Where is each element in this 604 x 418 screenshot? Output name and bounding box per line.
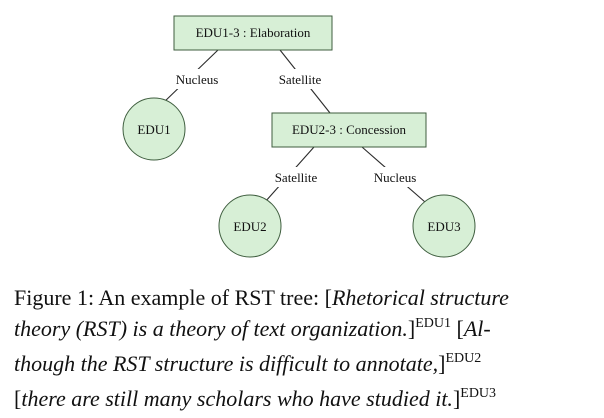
relation-node-inner-box xyxy=(271,112,427,148)
relation-node-root-box xyxy=(173,15,333,51)
caption-italic-3: though the RST structure is difficult to… xyxy=(14,351,439,376)
relation-node-inner-label: EDU2-3 : Concession xyxy=(292,122,407,137)
caption-italic-2-tail: Al- xyxy=(463,316,491,341)
relation-node-root: EDU1-3 : Elaboration xyxy=(173,15,333,51)
caption-bracket-close: ] xyxy=(407,316,416,341)
edge-label-bg xyxy=(165,69,229,89)
leaf-node-edu3-circle xyxy=(412,194,476,258)
figure-caption: Figure 1: An example of RST tree: [Rheto… xyxy=(14,282,594,418)
caption-bracket-open: [ xyxy=(451,316,464,341)
leaf-node-edu2: EDU2 xyxy=(218,194,282,258)
leaf-node-edu1-label: EDU1 xyxy=(137,122,170,137)
leaf-node-edu3: EDU3 xyxy=(412,194,476,258)
rst-tree-diagram: Nucleus Satellite Satellite Nucleus EDU1… xyxy=(122,15,476,258)
caption-bracket-open: [ xyxy=(324,285,332,310)
leaf-node-edu2-label: EDU2 xyxy=(233,219,266,234)
leaf-node-edu3-label: EDU3 xyxy=(427,219,460,234)
relation-node-inner: EDU2-3 : Concession xyxy=(271,112,427,148)
caption-line-4: [there are still many scholars who have … xyxy=(14,383,594,418)
caption-bracket-close: ] xyxy=(438,351,446,376)
leaf-node-edu1: EDU1 xyxy=(122,97,186,161)
caption-bracket-close: ] xyxy=(452,386,461,411)
caption-italic-2: theory (RST) is a theory of text organiz… xyxy=(14,316,408,341)
leaf-node-edu2-circle xyxy=(218,194,282,258)
caption-bracket-open: [ xyxy=(14,386,22,411)
caption-italic-1: Rhetorical structure xyxy=(331,285,509,310)
caption-line-1: Figure 1: An example of RST tree: [Rheto… xyxy=(14,282,594,313)
caption-line-2: theory (RST) is a theory of text organiz… xyxy=(14,313,594,348)
edge-label-nucleus-inner: Nucleus xyxy=(374,170,417,185)
caption-superscript-edu1: EDU1 xyxy=(415,316,452,331)
edge-label-bg xyxy=(261,167,331,187)
edge-label-satellite-root: Satellite xyxy=(279,72,322,87)
caption-italic-4: there are still many scholars who have s… xyxy=(21,386,453,411)
edge-label-bg xyxy=(363,167,427,187)
caption-superscript-edu3: EDU3 xyxy=(460,386,497,401)
caption-line-3: though the RST structure is difficult to… xyxy=(14,348,594,383)
relation-node-root-label: EDU1-3 : Elaboration xyxy=(196,25,311,40)
edge-label-bg xyxy=(265,69,335,89)
edge-label-satellite-inner: Satellite xyxy=(275,170,318,185)
leaf-node-edu1-circle xyxy=(122,97,186,161)
caption-prefix: Figure 1: An example of RST tree: xyxy=(14,285,325,310)
caption-superscript-edu2: EDU2 xyxy=(445,351,482,366)
edge-label-nucleus-root: Nucleus xyxy=(176,72,219,87)
